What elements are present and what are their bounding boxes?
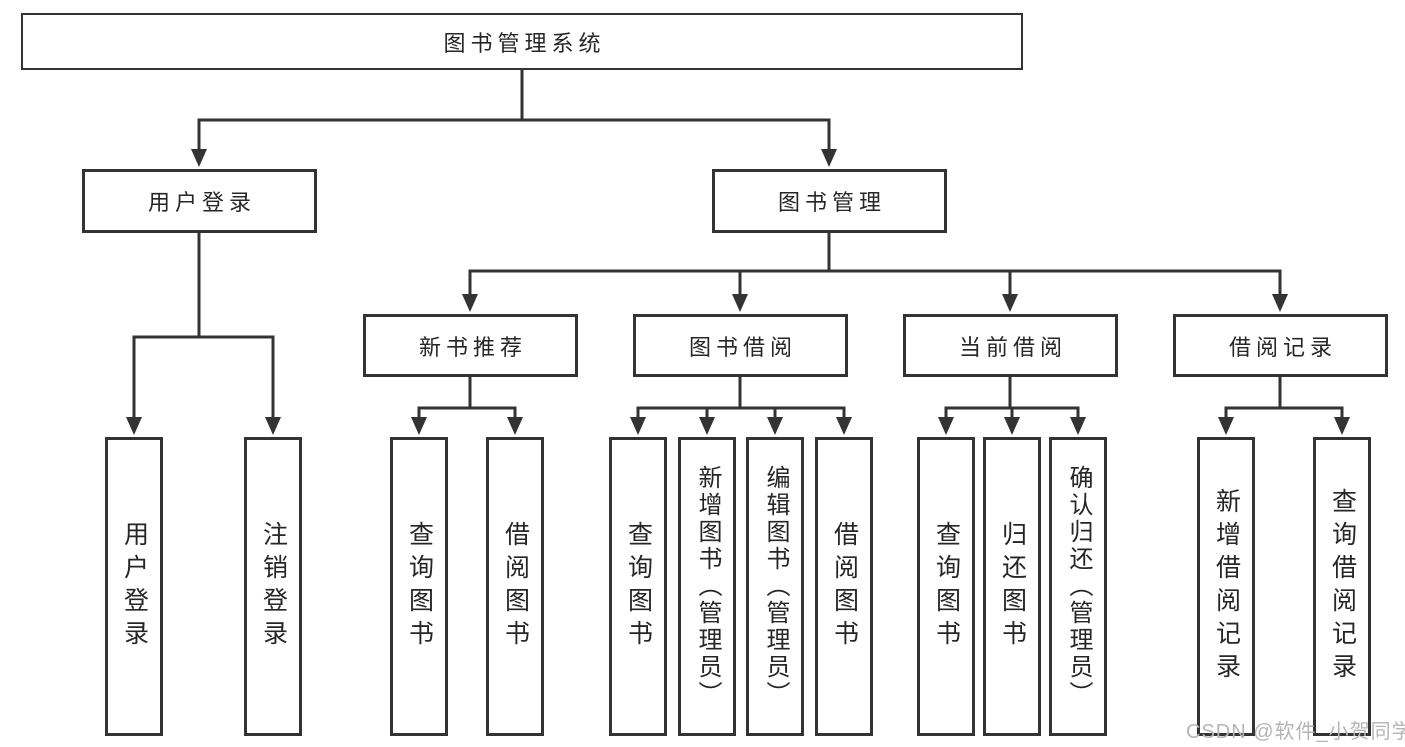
node-label: 确认归还（管理员） <box>1065 465 1092 708</box>
node-user-login: 用户登录 <box>82 169 317 233</box>
node-leaf-borrow-books-recommend: 借阅图书 <box>486 437 544 736</box>
node-label: 查询借阅记录 <box>1328 487 1357 686</box>
node-label: 图书借阅 <box>688 334 797 360</box>
node-label: 新增图书（管理员） <box>694 465 721 708</box>
node-label: 借阅图书 <box>501 520 530 653</box>
node-label: 查询图书 <box>405 520 434 653</box>
node-leaf-query-books-borrowing: 查询图书 <box>609 437 667 736</box>
node-library-management-system: 图书管理系统 <box>21 13 1023 70</box>
node-label: 新书推荐 <box>418 334 527 360</box>
node-leaf-return-books: 归还图书 <box>983 437 1041 736</box>
node-leaf-add-book-admin: 新增图书（管理员） <box>678 437 736 736</box>
node-book-management: 图书管理 <box>712 169 947 233</box>
node-leaf-borrow-books-borrowing: 借阅图书 <box>815 437 873 736</box>
node-label: 新增借阅记录 <box>1212 487 1241 686</box>
node-label: 查询图书 <box>932 520 961 653</box>
node-label: 借阅记录 <box>1228 334 1337 360</box>
node-book-borrowing: 图书借阅 <box>633 314 848 377</box>
node-label: 图书管理系统 <box>443 30 606 56</box>
node-label: 归还图书 <box>998 520 1027 653</box>
node-label: 用户登录 <box>120 520 149 653</box>
node-leaf-query-borrow-record: 查询借阅记录 <box>1313 437 1371 736</box>
node-label: 当前借阅 <box>958 334 1067 360</box>
node-leaf-edit-book-admin: 编辑图书（管理员） <box>746 437 804 736</box>
node-leaf-confirm-return-admin: 确认归还（管理员） <box>1049 437 1107 736</box>
node-label: 编辑图书（管理员） <box>762 465 789 708</box>
node-leaf-query-books-recommend: 查询图书 <box>390 437 448 736</box>
node-label: 查询图书 <box>624 520 653 653</box>
node-leaf-add-borrow-record: 新增借阅记录 <box>1197 437 1255 736</box>
csdn-watermark: CSDN @软件_小贺同学 <box>1186 721 1405 743</box>
node-borrowing-records: 借阅记录 <box>1173 314 1388 377</box>
node-leaf-user-login: 用户登录 <box>105 437 163 736</box>
node-leaf-logout: 注销登录 <box>244 437 302 736</box>
node-leaf-query-books-current: 查询图书 <box>917 437 975 736</box>
node-label: 借阅图书 <box>830 520 859 653</box>
node-new-book-recommendation: 新书推荐 <box>363 314 578 377</box>
node-label: 用户登录 <box>147 190 256 215</box>
node-label: 注销登录 <box>259 520 288 653</box>
node-current-borrowing: 当前借阅 <box>903 314 1118 377</box>
node-label: 图书管理 <box>777 190 886 215</box>
